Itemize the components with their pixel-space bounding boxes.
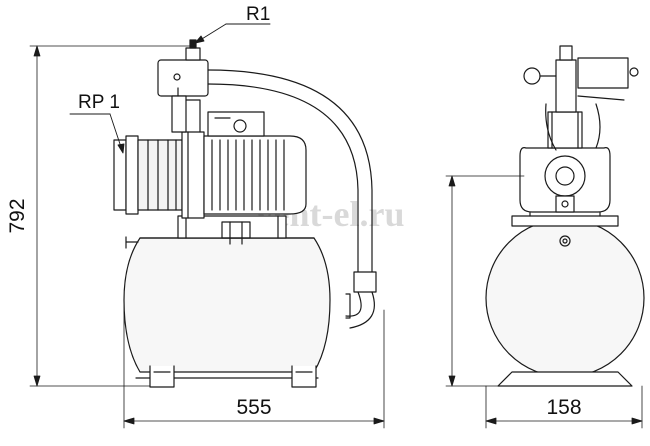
front-view (485, 45, 645, 387)
side-feet (149, 365, 317, 388)
dimension-length-label: 555 (236, 396, 271, 419)
side-hose (207, 69, 377, 329)
side-pump-head (113, 131, 205, 219)
front-plates (497, 205, 633, 387)
dimensions (29, 45, 643, 429)
label-rp1: RP 1 (78, 92, 120, 113)
side-motor (203, 111, 307, 215)
front-tank (485, 218, 645, 378)
label-r1: R1 (246, 4, 270, 25)
dimension-height-label: 792 (6, 198, 29, 233)
side-tank (123, 236, 331, 379)
side-pressure-switch (157, 39, 209, 133)
dimension-width-label: 158 (546, 396, 581, 419)
front-pump (519, 111, 611, 213)
front-top-assembly (523, 45, 639, 151)
leaders (69, 23, 271, 154)
side-view (113, 39, 377, 388)
side-bracket (177, 215, 287, 245)
